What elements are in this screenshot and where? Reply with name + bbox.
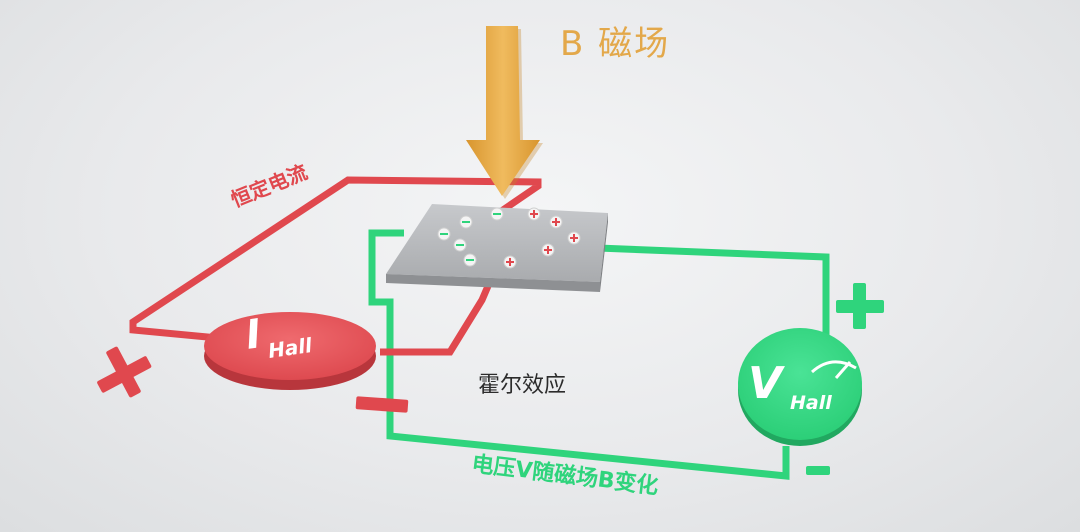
voltage-plus-icon xyxy=(836,283,884,329)
carrier-positive xyxy=(567,231,581,245)
ammeter-disk xyxy=(204,312,376,390)
voltage-circuit xyxy=(368,229,830,480)
current-minus-icon xyxy=(355,396,409,413)
carrier-positive xyxy=(503,255,517,269)
voltage-minus-icon xyxy=(806,466,830,475)
carrier-positive xyxy=(549,215,563,229)
carrier-negative xyxy=(463,253,477,267)
carrier-positive xyxy=(541,243,555,257)
voltage-wire-left xyxy=(368,229,790,480)
magnetic-field-arrow xyxy=(466,26,543,199)
current-wire-bottom xyxy=(380,284,492,356)
gauge-icon xyxy=(810,360,857,374)
current-wire-top xyxy=(129,176,542,342)
current-circuit xyxy=(129,176,542,356)
voltmeter-subscript: Hall xyxy=(790,392,832,414)
current-plus-icon xyxy=(97,346,152,398)
magnetic-field-label: B 磁场 xyxy=(560,24,671,64)
gauge-needle-icon xyxy=(834,361,852,379)
voltmeter-disk xyxy=(738,328,862,446)
charge-carriers xyxy=(437,207,581,269)
hall-plate xyxy=(386,204,608,292)
carrier-negative xyxy=(490,207,504,221)
carrier-positive xyxy=(527,207,541,221)
carrier-negative xyxy=(453,238,467,252)
voltmeter-symbol: V xyxy=(748,358,783,409)
carrier-negative xyxy=(459,215,473,229)
carrier-negative xyxy=(437,227,451,241)
hall-effect-label: 霍尔效应 xyxy=(478,373,567,398)
voltage-wire-right xyxy=(597,244,830,342)
